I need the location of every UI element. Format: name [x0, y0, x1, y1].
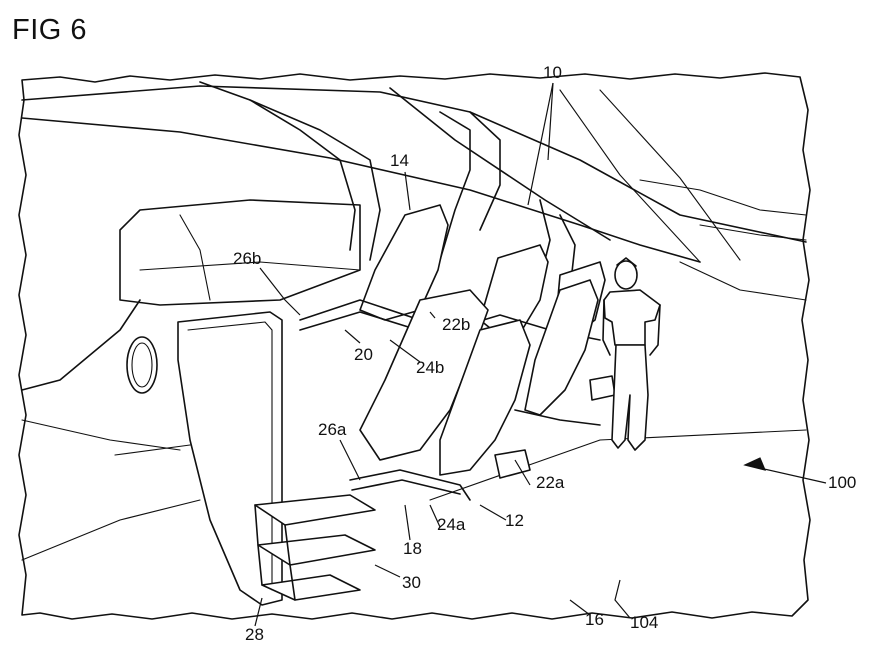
label-18: 18	[403, 539, 422, 558]
label-14: 14	[390, 151, 409, 170]
drawing-border	[18, 72, 811, 620]
lower-seat-row	[349, 279, 601, 501]
label-22a: 22a	[536, 473, 565, 492]
label-10: 10	[543, 63, 562, 82]
figure-title: FIG 6	[12, 14, 88, 46]
label-24a: 24a	[437, 515, 466, 534]
label-22b: 22b	[442, 315, 470, 334]
label-26b: 26b	[233, 249, 261, 268]
label-24b: 24b	[416, 358, 444, 377]
leader-lines	[254, 82, 827, 627]
label-28: 28	[245, 625, 264, 644]
label-12: 12	[505, 511, 524, 530]
divider-panel	[177, 311, 283, 606]
label-100: 100	[828, 473, 856, 492]
stairs	[254, 375, 616, 601]
person-figure	[602, 257, 661, 451]
cabin-structure	[21, 81, 807, 561]
label-104: 104	[630, 613, 658, 632]
label-26a: 26a	[318, 420, 347, 439]
label-30: 30	[402, 573, 421, 592]
cabin-window	[126, 336, 158, 394]
label-20: 20	[354, 345, 373, 364]
label-16: 16	[585, 610, 604, 629]
